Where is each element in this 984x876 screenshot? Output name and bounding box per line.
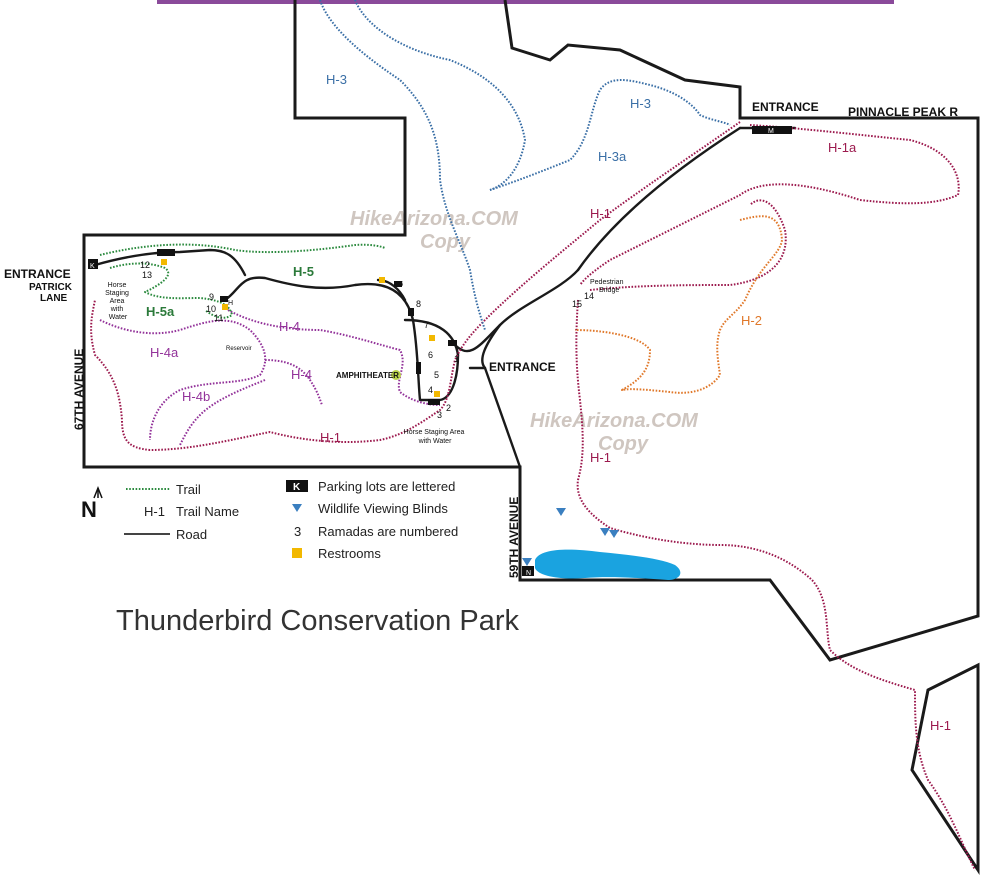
svg-text:3: 3 [437, 410, 442, 420]
parking-lot-label: H [228, 300, 233, 307]
entrance-north-label: ENTRANCE [752, 100, 819, 114]
svg-text:8: 8 [416, 299, 421, 309]
legend-road: Road [176, 527, 207, 542]
wildlife-blinds [522, 508, 619, 566]
svg-text:9: 9 [209, 292, 214, 302]
trail-label-h1: H-1 [320, 430, 341, 445]
top-banner [157, 0, 894, 4]
parking-lot-label: G [398, 281, 403, 288]
svg-text:4: 4 [428, 385, 433, 395]
park-boundary-east-parcel [910, 662, 980, 875]
trail-h4 [227, 309, 441, 406]
reservoir-label: Reservoir [226, 346, 252, 352]
trail-label-h2: H-2 [741, 313, 762, 328]
trail-h5 [99, 243, 386, 256]
svg-text:2: 2 [446, 403, 451, 413]
svg-text:7: 7 [424, 320, 429, 330]
trail-h1a [579, 124, 960, 286]
trail-label-h1: H-1 [590, 450, 611, 465]
trail-label-h3: H-3 [326, 72, 347, 87]
svg-text:5: 5 [434, 370, 439, 380]
lake [535, 549, 681, 580]
svg-text:11: 11 [214, 313, 223, 323]
trail-h5a [109, 262, 233, 319]
map-legend: N Trail H-1 Trail Name Road K Parking lo… [81, 479, 458, 561]
park-boundary [82, 0, 980, 662]
trail-h1-south [575, 299, 976, 871]
watermark-line1-b: HikeArizona.COM [530, 410, 699, 432]
svg-text:10: 10 [206, 304, 216, 314]
map-title: Thunderbird Conservation Park [116, 605, 519, 637]
legend-restroom-swatch [292, 548, 302, 558]
svg-text:12: 12 [140, 260, 150, 270]
horse-staging-south-label: Horse Staging Area with Water [404, 429, 467, 445]
svg-text:14: 14 [584, 291, 594, 301]
legend-blind-icon [292, 504, 302, 512]
legend-trail-name: Trail Name [176, 504, 239, 519]
trail-h3 [319, 0, 486, 331]
parking-lot-label: K [90, 263, 95, 270]
amphitheater-marker [391, 370, 401, 380]
legend-trail-symbol: H-1 [144, 504, 165, 519]
ramada-numbers: 1 2 3 4 5 6 7 8 9 10 11 12 13 14 15 [140, 260, 594, 420]
trail-label-h1: H-1 [590, 206, 611, 221]
trail-label-h4: H-4 [291, 367, 312, 382]
trail-label-h5: H-5 [293, 264, 314, 279]
trail-h4b [179, 359, 323, 446]
trail-h1-link [589, 199, 787, 291]
watermark-line2-b: Copy [598, 433, 649, 455]
watermark-line1: HikeArizona.COM [350, 208, 519, 230]
trail-label-h4: H-4 [279, 319, 300, 334]
legend-restrooms: Restrooms [318, 546, 381, 561]
legend-parking-swatch [286, 480, 308, 492]
trail-label-h5a: H-5a [146, 304, 175, 319]
horse-staging-west-label: Horse Staging Area with Water [105, 282, 131, 321]
legend-parking-symbol: K [293, 482, 301, 493]
trail-label-h3: H-3 [630, 96, 651, 111]
trail-label-h1: H-1 [930, 718, 951, 733]
trail-h3-north [354, 0, 526, 191]
legend-ramadas: Ramadas are numbered [318, 524, 458, 539]
restrooms [161, 259, 440, 397]
trail-h2 [574, 215, 783, 394]
parking-lots [88, 126, 792, 576]
road-label-pinnacle: PINNACLE PEAK R [848, 105, 958, 119]
svg-text:6: 6 [428, 350, 433, 360]
trail-label-h4b: H-4b [182, 389, 210, 404]
road-label-67th: 67TH AVENUE [72, 349, 86, 430]
trail-h4a [99, 319, 267, 441]
amphitheater-label: AMPHITHEATER [336, 371, 399, 380]
entrance-west-label: ENTRANCE [4, 267, 71, 281]
legend-blinds: Wildlife Viewing Blinds [318, 501, 448, 516]
parking-lot-label: N [526, 570, 531, 577]
legend-parking: Parking lots are lettered [318, 479, 455, 494]
parking-lot-label: M [768, 128, 774, 135]
trail-label-h3a: H-3a [598, 149, 627, 164]
trail-label-h1a: H-1a [828, 140, 857, 155]
svg-text:N: N [81, 497, 97, 522]
trail-label-h4a: H-4a [150, 345, 179, 360]
watermark-line2: Copy [420, 231, 471, 253]
trail-h3a [489, 79, 731, 191]
entrance-east-label: ENTRANCE [489, 360, 556, 374]
legend-ramada-symbol: 3 [294, 524, 301, 539]
svg-text:15: 15 [572, 299, 582, 309]
north-arrow: N [81, 485, 103, 522]
svg-text:1: 1 [454, 354, 459, 364]
legend-trail: Trail [176, 482, 201, 497]
road-label-59th: 59TH AVENUE [507, 497, 521, 578]
svg-text:13: 13 [142, 270, 152, 280]
